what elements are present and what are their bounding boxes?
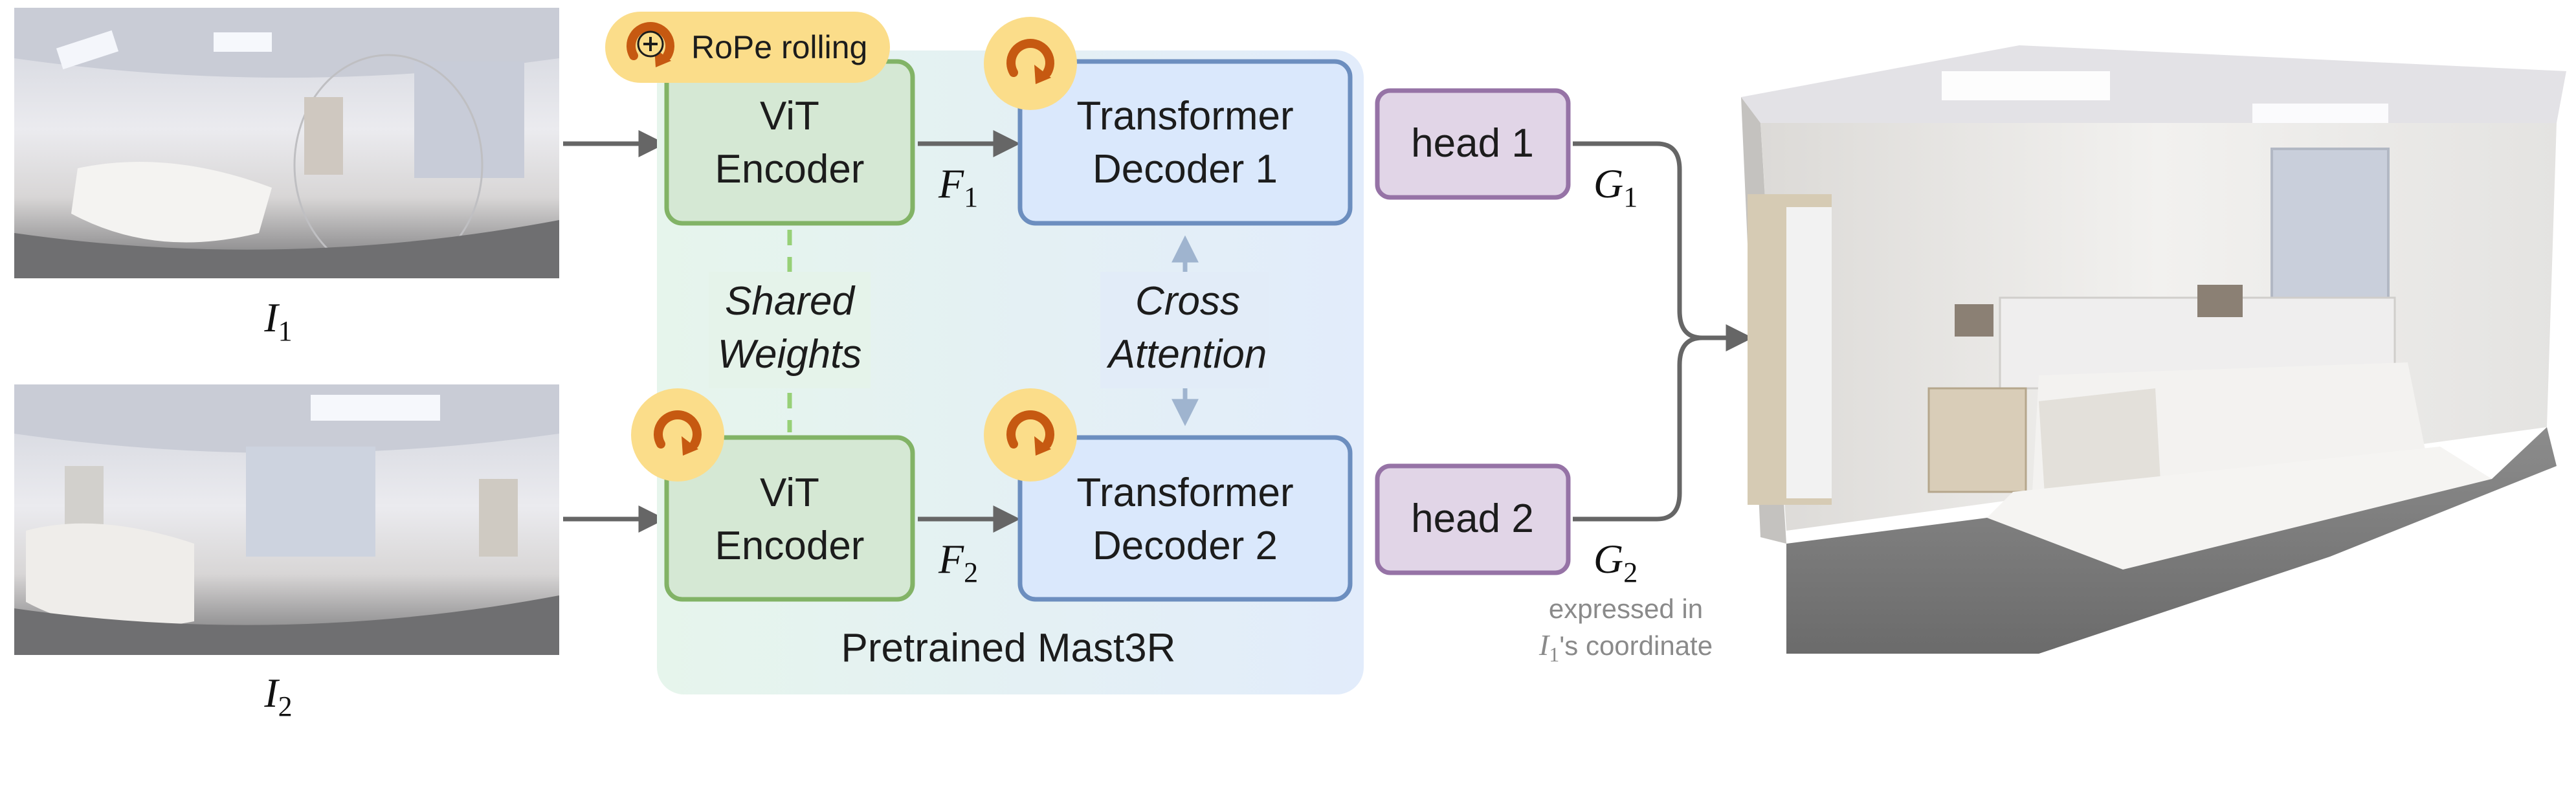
svg-text:Attention: Attention <box>1106 332 1267 377</box>
rope-icon-encoder2 <box>631 388 724 482</box>
svg-text:I2: I2 <box>263 670 292 722</box>
svg-text:Encoder: Encoder <box>715 524 865 568</box>
svg-text:Cross: Cross <box>1135 279 1240 324</box>
svg-text:I1: I1 <box>263 294 292 347</box>
rope-rolling-badge: RoPe rolling <box>605 12 890 83</box>
svg-text:Decoder 2: Decoder 2 <box>1093 524 1278 568</box>
input-label-2: I2 <box>263 670 292 722</box>
svg-text:I1's coordinate: I1's coordinate <box>1538 628 1713 666</box>
reconstructed-3d-room <box>1741 45 2566 654</box>
output-branch-top <box>1573 141 1753 351</box>
svg-text:Transformer: Transformer <box>1076 471 1293 515</box>
svg-text:Shared: Shared <box>725 279 856 324</box>
rope-icon-decoder1 <box>984 17 1077 110</box>
svg-text:Transformer: Transformer <box>1076 94 1293 139</box>
cross-attention-label: Cross Attention <box>1100 272 1269 388</box>
head-1: head 1 <box>1375 88 1571 200</box>
svg-text:RoPe rolling: RoPe rolling <box>691 29 867 65</box>
rope-plus-icon <box>631 27 671 67</box>
shared-weights-label: Shared Weights <box>709 272 871 388</box>
transformer-decoder-2: Transformer Decoder 2 <box>1017 435 1353 602</box>
transformer-decoder-1: Transformer Decoder 1 <box>1017 59 1353 226</box>
svg-text:Encoder: Encoder <box>715 147 865 192</box>
feature-label-f1: F1 <box>938 161 978 213</box>
head-2: head 2 <box>1375 463 1571 575</box>
output-label-g1: G1 <box>1593 161 1638 213</box>
vit-encoder-1: ViT Encoder <box>664 59 915 226</box>
feature-label-f2: F2 <box>938 536 978 588</box>
coordinate-note: expressed in I1's coordinate <box>1538 593 1713 666</box>
svg-text:Weights: Weights <box>718 332 862 377</box>
svg-text:Decoder 1: Decoder 1 <box>1093 147 1278 192</box>
svg-text:ViT: ViT <box>760 94 819 139</box>
pretrained-mast3r-label: Pretrained Mast3R <box>841 626 1176 671</box>
svg-text:ViT: ViT <box>760 471 819 515</box>
input-label-1: I1 <box>263 294 292 347</box>
input-panorama-2 <box>14 384 559 655</box>
output-label-g2: G2 <box>1593 536 1638 588</box>
svg-text:expressed in: expressed in <box>1549 593 1703 624</box>
svg-text:head 2: head 2 <box>1411 496 1534 541</box>
svg-text:head 1: head 1 <box>1411 121 1534 166</box>
input-panorama-1 <box>14 8 559 278</box>
rope-icon-decoder2 <box>984 388 1077 482</box>
vit-encoder-2: ViT Encoder <box>664 435 915 602</box>
output-branch-bottom <box>1573 335 1703 522</box>
